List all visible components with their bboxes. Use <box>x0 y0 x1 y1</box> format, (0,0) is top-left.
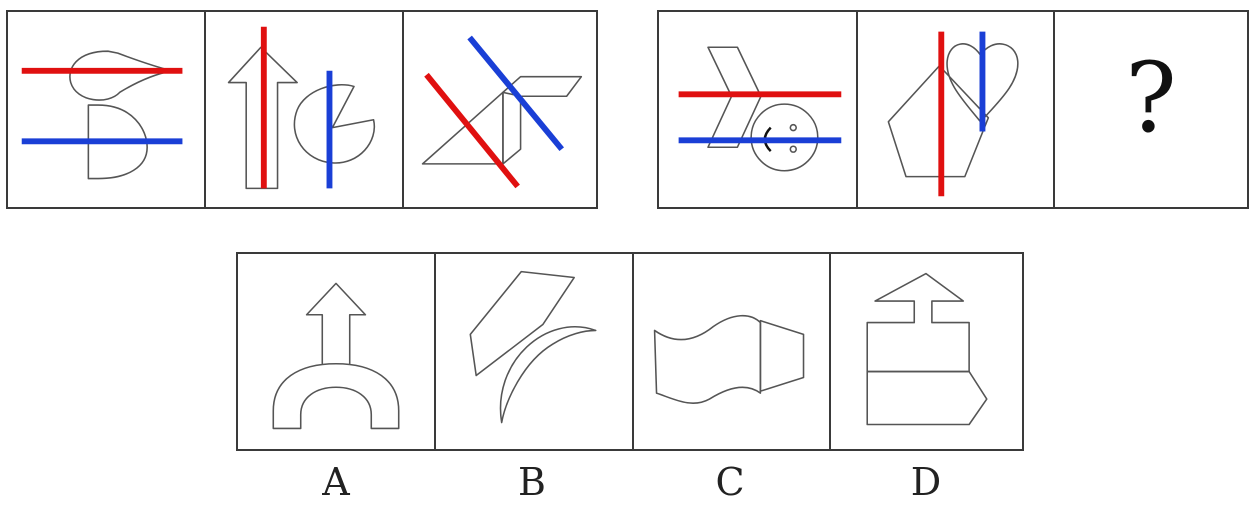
figure-3-drawing <box>421 35 583 189</box>
option-c-figure[interactable] <box>632 254 829 449</box>
wave-flag-shape <box>653 314 762 404</box>
arrow-box-shape <box>866 272 970 373</box>
figure-4 <box>659 12 856 207</box>
drop-shape <box>69 50 173 101</box>
option-d-label: D <box>910 460 942 504</box>
option-d-drawing <box>866 272 988 426</box>
option-b-label: B <box>518 460 546 504</box>
figure-1 <box>8 12 204 207</box>
face-circle <box>750 103 819 172</box>
option-b-figure[interactable] <box>434 254 632 449</box>
figure-5-drawing <box>887 31 1019 197</box>
figure-2 <box>204 12 402 207</box>
red-line <box>424 72 520 189</box>
trapezoid-shape <box>759 319 805 392</box>
face-eye-bottom <box>789 145 797 153</box>
half-disc-shape <box>87 104 148 180</box>
figure-4-drawing <box>678 46 842 172</box>
pacman-shape <box>293 84 376 164</box>
option-a-label: A <box>322 460 350 504</box>
parallelogram-shape <box>469 270 575 377</box>
arrow-on-arch-shape <box>272 282 400 430</box>
option-c-drawing <box>653 314 805 404</box>
bent-strip-shape <box>502 75 583 165</box>
tag-shape <box>866 370 988 426</box>
arrow-shape <box>227 46 298 190</box>
left-sequence-panel <box>6 10 598 209</box>
figure-1-drawing <box>21 50 183 180</box>
figure-5 <box>856 12 1053 207</box>
option-b-drawing <box>469 270 597 424</box>
figure-2-drawing <box>227 26 376 190</box>
option-c-label: C <box>715 460 745 504</box>
options-panel <box>236 252 1024 451</box>
blue-line <box>467 35 565 152</box>
question-cell: ? <box>1053 12 1247 207</box>
option-a-figure[interactable] <box>238 254 434 449</box>
face-eye-top <box>789 123 797 132</box>
option-d-figure[interactable] <box>829 254 1022 449</box>
right-sequence-panel: ? <box>657 10 1249 209</box>
pentagon-shape <box>887 65 990 178</box>
figure-3 <box>402 12 596 207</box>
crescent-shape <box>499 326 597 424</box>
question-mark: ? <box>1125 42 1177 154</box>
option-a-drawing <box>272 282 400 430</box>
